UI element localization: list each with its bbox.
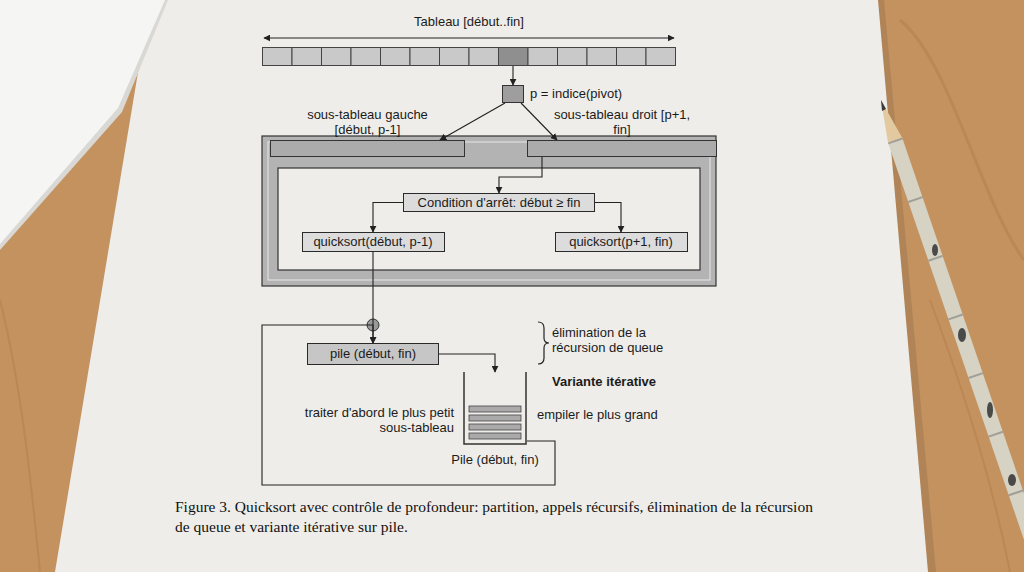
stack-entry <box>469 415 521 421</box>
recursion-frame <box>262 136 716 286</box>
sub-array-label: sous-tableau gauche [début, p-1] <box>298 107 438 137</box>
stack-label: Pile (début, fin) <box>451 452 538 468</box>
recursion-frame-highlight <box>268 142 710 280</box>
array-label: Tableau [début..fin] <box>262 14 676 30</box>
junction-dot <box>367 319 379 331</box>
sub-array-band <box>270 140 465 157</box>
call-box: quicksort(p+1, fin) <box>555 232 688 252</box>
array-cells <box>262 47 676 66</box>
array-cell <box>351 48 381 66</box>
stack-call-box: pile (début, fin) <box>307 343 439 365</box>
note-label: empiler le plus grand <box>537 407 707 422</box>
condition-box: Condition d'arrêt: début ≥ fin <box>403 193 595 212</box>
connector <box>439 354 495 372</box>
connector <box>262 325 555 485</box>
pencil-stain <box>987 402 993 418</box>
note-label: élimination de la récursion de queue <box>552 325 687 355</box>
array-cell <box>263 48 293 66</box>
wood-grain <box>930 300 1010 572</box>
paper-sheet <box>55 0 928 572</box>
pencil-body <box>895 140 1024 540</box>
connector <box>372 252 373 343</box>
array-cell <box>528 48 558 66</box>
pivot-label: p = indice(pivot) <box>530 85 622 103</box>
pencil-stain <box>932 244 938 256</box>
stack-entry <box>469 433 521 439</box>
box-label: Condition d'arrêt: début ≥ fin <box>418 194 581 211</box>
pivot-square <box>502 85 524 103</box>
span-arrow <box>264 38 674 39</box>
sub-array-band <box>527 140 717 157</box>
connector <box>440 103 505 140</box>
call-box: quicksort(début, p-1) <box>302 232 445 252</box>
sub-array-bar: sous-tableau droit [p+1, fin] <box>527 108 717 157</box>
array-cell <box>558 48 588 66</box>
sub-array-bar: sous-tableau gauche [début, p-1] <box>270 108 465 157</box>
paper-shadow <box>58 0 936 572</box>
array-cell <box>440 48 470 66</box>
pencil-stain <box>958 328 966 342</box>
array-cells <box>262 47 676 66</box>
pencil-lead <box>881 100 886 111</box>
connector <box>499 157 542 193</box>
second-paper-sheet <box>0 0 165 244</box>
stack-walls <box>464 372 526 444</box>
section-label: Variante itérative <box>552 374 712 389</box>
connector <box>512 66 513 85</box>
array-cell <box>322 48 352 66</box>
pencil-stain <box>895 140 1024 540</box>
recursion-frame-inner <box>278 168 700 270</box>
pivot-cell: p = indice(pivot) <box>502 85 524 103</box>
box-label: pile (début, fin) <box>330 344 416 364</box>
box-label: quicksort(p+1, fin) <box>569 233 673 251</box>
array-cell <box>469 48 499 66</box>
connector <box>521 103 557 140</box>
array-cell <box>617 48 647 66</box>
array-cell <box>292 48 322 66</box>
connector <box>373 203 403 233</box>
array-cell <box>587 48 617 66</box>
connector <box>595 203 621 233</box>
figure-caption: Figure 3. Quicksort avec contrôle de pro… <box>175 497 830 537</box>
array-cell <box>410 48 440 66</box>
sub-array-label: sous-tableau droit [p+1, fin] <box>552 107 692 137</box>
paper-shadow <box>0 0 168 250</box>
array-cell <box>499 48 529 66</box>
wood-grain <box>0 300 40 572</box>
stack-outline <box>463 372 527 445</box>
pencil-stain <box>1008 474 1016 486</box>
stack-outline <box>463 372 527 445</box>
note-label: traiter d'abord le plus petit sous-table… <box>294 405 454 435</box>
array-cell <box>381 48 411 66</box>
brace <box>538 322 549 364</box>
wood-grain <box>900 20 1024 260</box>
array-strip: Tableau [début..fin] <box>262 14 676 66</box>
pencil-tip <box>881 100 902 142</box>
array-cell <box>646 48 676 66</box>
box-label: quicksort(début, p-1) <box>313 233 432 251</box>
stack-entry <box>469 406 521 412</box>
stack-entry <box>469 424 521 430</box>
stack-symbol: Pile (début, fin) <box>445 372 545 468</box>
